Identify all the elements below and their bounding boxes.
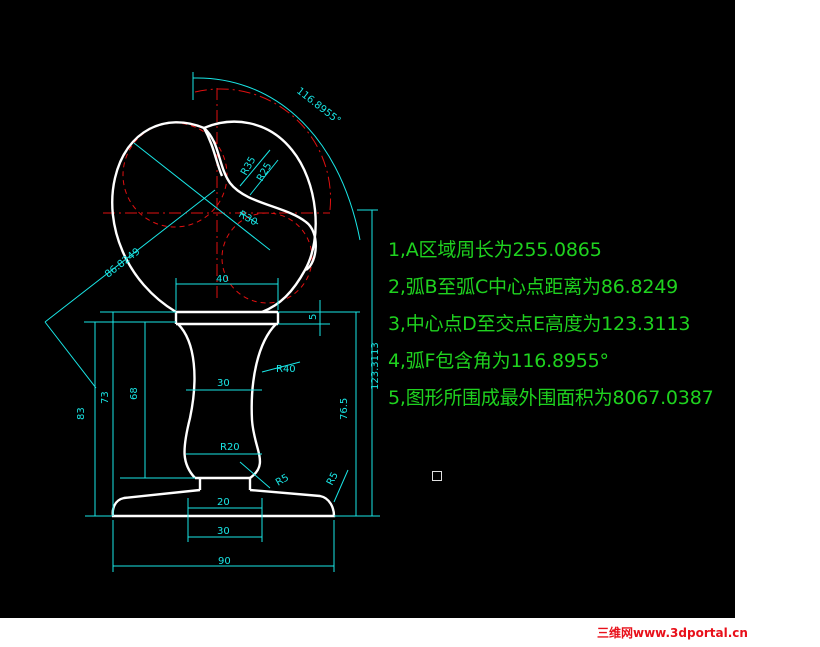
dim-h68: 68 — [129, 387, 140, 400]
dim-h765: 76.5 — [339, 398, 350, 420]
dim-h73: 73 — [100, 391, 111, 404]
dim-w30-neck: 30 — [217, 378, 230, 389]
dim-r5-right: R5 — [325, 470, 341, 487]
answer-list: 1,A区域周长为255.0865 2,弧B至弧C中心点距离为86.8249 3,… — [388, 232, 714, 417]
dim-v5: 5 — [308, 314, 319, 320]
answer-line-4: 4,弧F包含角为116.8955° — [388, 350, 609, 372]
answer-line-5: 5,图形所围成最外围面积为8067.0387 — [388, 387, 714, 409]
dim-w30-base: 30 — [217, 526, 230, 537]
cad-drawing: 116.8955° 86.8249 R35 R25 R30 40 5 30 R4… — [44, 72, 381, 572]
centerlines — [103, 88, 332, 304]
dim-h83: 83 — [76, 407, 87, 420]
dim-r5-left: R5 — [274, 472, 291, 488]
dim-r35: R35 — [239, 155, 258, 178]
dimension-lines — [44, 72, 380, 572]
answer-line-3: 3,中心点D至交点E高度为123.3113 — [388, 313, 691, 335]
watermark-logo: 三维网www.3dportal.cn — [597, 626, 748, 640]
dim-h1233: 123.3113 — [370, 342, 381, 390]
dim-w20: 20 — [217, 497, 230, 508]
dim-r20: R20 — [220, 442, 240, 453]
part-outline — [111, 120, 336, 518]
dim-r30: R30 — [237, 209, 260, 228]
dim-r40: R40 — [276, 364, 296, 375]
answer-line-1: 1,A区域周长为255.0865 — [388, 239, 602, 261]
dim-w90: 90 — [218, 556, 231, 567]
answer-line-2: 2,弧B至弧C中心点距离为86.8249 — [388, 276, 678, 298]
dim-w40: 40 — [216, 274, 229, 285]
pickbox-cursor — [432, 471, 442, 481]
